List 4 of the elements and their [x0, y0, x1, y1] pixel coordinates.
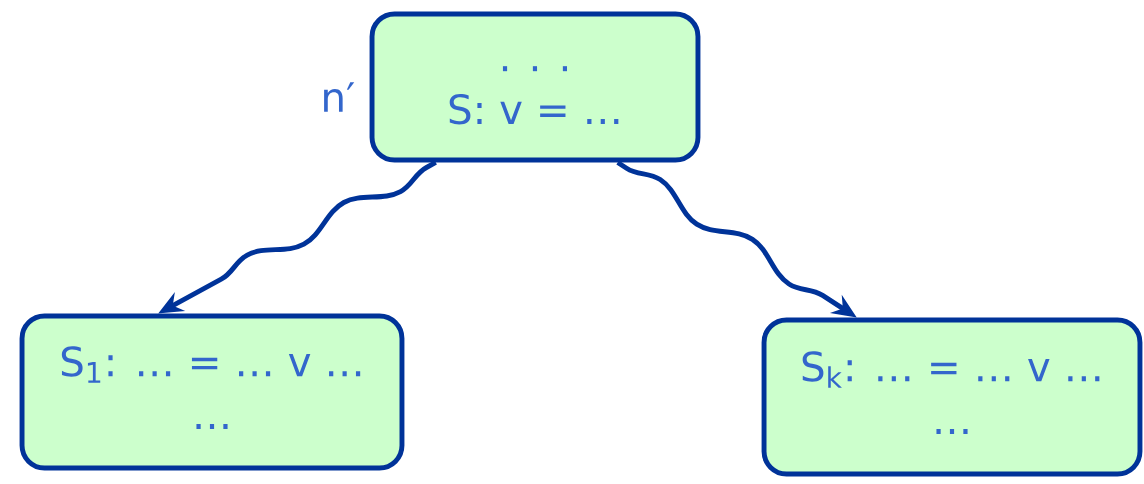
statement-box: S$_{k}$: … = … v … …: [761, 317, 1143, 477]
statement-box: S$_{1}$: … = … v … …: [19, 313, 405, 471]
statement-box: . . . S: v = …: [369, 11, 701, 163]
node-annotation: n′: [324, 82, 355, 112]
